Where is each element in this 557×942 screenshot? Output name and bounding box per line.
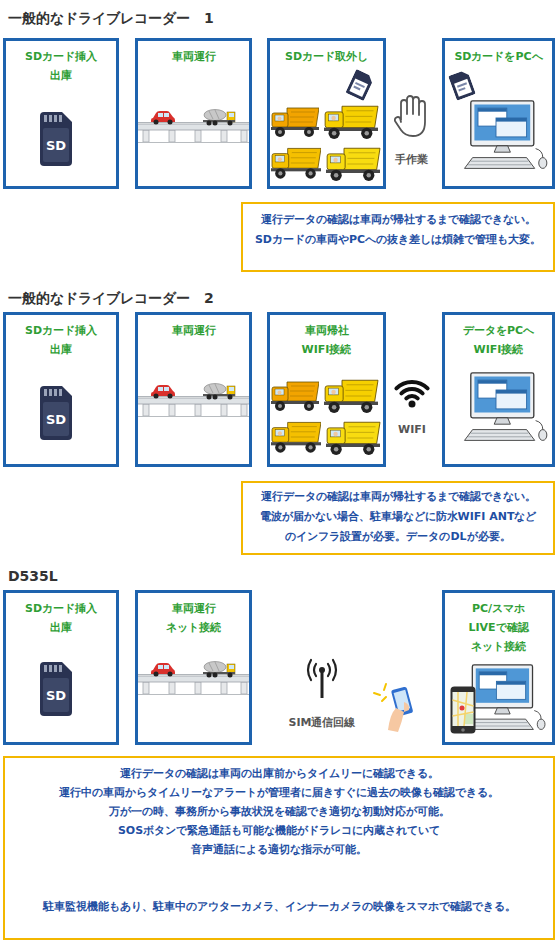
truck-icon: [271, 382, 319, 411]
step-title: 車両運行: [142, 321, 245, 340]
truck-icon: [326, 148, 380, 181]
bridge-traffic: [137, 662, 251, 695]
truck-icon: [324, 380, 378, 413]
step-title: SDカード挿入 出庫: [10, 321, 112, 359]
step-title: SDカード挿入 出庫: [10, 47, 112, 85]
caption-label: WIFI: [398, 423, 426, 436]
illustration-part: [308, 660, 336, 680]
hand-phone-icon: [374, 684, 413, 732]
illustration-part: [394, 690, 411, 711]
step-box: 車両帰社 WIFI接続: [267, 312, 386, 467]
phone-icon: [451, 687, 476, 734]
sd-card-small: [448, 69, 476, 100]
step-title: SDカード取外し: [274, 47, 379, 66]
note-box: 運行データの確認は車両が帰社するまで確認できない。SDカードの車両やPCへの抜き…: [241, 202, 555, 272]
illustration-part: [319, 667, 325, 673]
truck-icon: [324, 106, 378, 139]
step-box: PC/スマホ LIVEで確認 ネット接続: [442, 590, 555, 745]
step-box: SDカード取外し: [267, 38, 386, 189]
step-box: SDカード挿入 出庫: [3, 38, 119, 189]
note-box: 運行データの確認は車両が帰社するまで確認できない。電波が届かない場合、駐車場など…: [241, 481, 555, 555]
section-heading: 一般的なドライブレコーダー 1: [8, 10, 214, 27]
truck-icon: [271, 108, 319, 137]
note-text: 運行データの確認は車両が帰社するまで確認できない。: [248, 487, 548, 507]
illustration-part: [388, 708, 404, 732]
card-marking: SD: [46, 138, 66, 154]
illustration-part: [396, 382, 427, 398]
step-title: データをPCへ WIFI接続: [449, 321, 548, 359]
note-text: 万が一の時、事務所から事故状況を確認でき適切な初動対応が可能。: [10, 802, 548, 821]
step-box: データをPCへ WIFI接続: [442, 312, 555, 467]
caption-label: 手作業: [395, 153, 428, 166]
hand-icon: [395, 96, 425, 136]
illustration-part: [404, 702, 409, 712]
truck-icon: [271, 422, 321, 452]
step-box: 車両運行 ネット接続: [135, 590, 252, 745]
sd-card-icon: [40, 112, 72, 166]
illustration-part: [409, 401, 416, 408]
card-marking: SD: [46, 688, 66, 704]
step-title: SDカード挿入 出庫: [10, 599, 112, 637]
step-title: PC/スマホ LIVEで確認 ネット接続: [449, 599, 548, 656]
step-box: SDカード挿入 出庫: [3, 590, 119, 745]
note-text: 運行データの確認は車両の出庫前からタイムリーに確認できる。: [10, 764, 548, 783]
bridge-traffic: [137, 110, 251, 143]
step-box: 車両運行: [135, 312, 252, 467]
pc-icon: [465, 373, 547, 441]
note-text: SOSボタンで緊急通話も可能な機能がドラレコに内蔵されていて 音声通話による適切…: [109, 821, 450, 859]
pc-icon: [465, 101, 547, 168]
note-text: 運行データの確認は車両が帰社するまで確認できない。: [248, 210, 548, 230]
truck-icon: [271, 148, 321, 178]
card-marking: SD: [46, 412, 66, 428]
note-text: 駐車監視機能もあり、駐車中のアウターカメラ、インナーカメラの映像をスマホで確認で…: [10, 897, 548, 916]
sd-card-small: [345, 69, 374, 101]
step-box: SDカード挿入 出庫: [3, 312, 119, 467]
bridge-traffic: [137, 384, 251, 417]
sd-card-icon: [40, 386, 72, 440]
step-title: SDカードをPCへ: [449, 47, 548, 66]
note-text: 運行中の車両からタイムリーなアラートが管理者に届きすぐに過去の映像も確認できる。: [10, 783, 548, 802]
caption-label: SIM通信回線: [289, 716, 356, 729]
step-title: 車両運行: [142, 47, 245, 66]
truck-icon: [326, 422, 380, 455]
illustration-part: [321, 672, 324, 698]
section-heading: 一般的なドライブレコーダー 2: [8, 290, 214, 307]
antenna-icon: [308, 660, 336, 698]
step-title: 車両運行 ネット接続: [142, 599, 245, 637]
note-text: 電波が届かない場合、駐車場などに防水WIFI ANTなど のインフラ設置が必要。…: [250, 507, 547, 547]
step-box: SDカードをPCへ: [442, 38, 555, 189]
pc-icon: [466, 665, 545, 730]
note-box: 運行データの確認は車両の出庫前からタイムリーに確認できる。運行中の車両からタイム…: [3, 756, 555, 940]
section-heading: D535L: [8, 568, 58, 585]
note-text: SDカードの車両やPCへの抜き差しは煩雑で管理も大変。: [248, 230, 548, 250]
sd-card-icon: [40, 662, 72, 716]
wifi-icon: [396, 382, 427, 408]
step-title: 車両帰社 WIFI接続: [274, 321, 379, 359]
step-box: 車両運行: [135, 38, 252, 189]
illustration-part: [374, 684, 386, 701]
